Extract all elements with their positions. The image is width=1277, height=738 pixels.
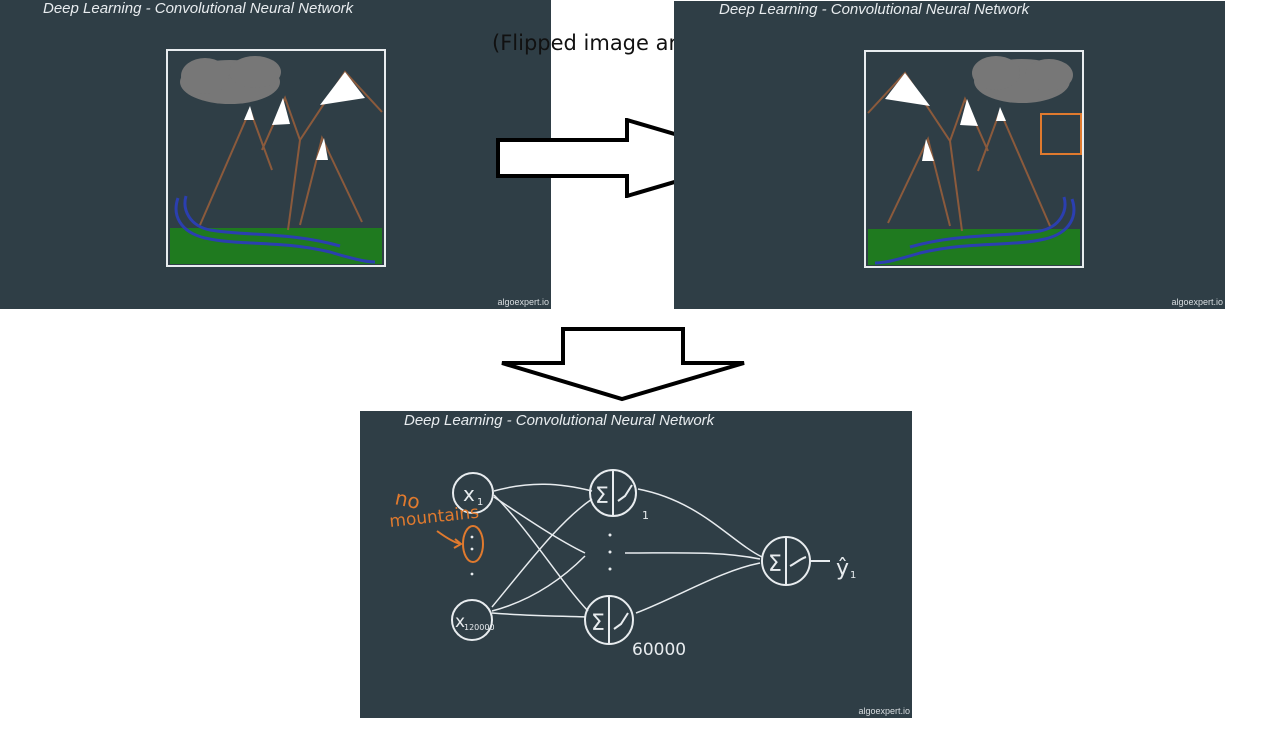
panel-title: Deep Learning - Convolutional Neural Net… [719,1,1030,18]
brand-label: algoexpert.io [858,706,910,716]
brand-label: algoexpert.io [497,297,549,307]
down-arrow-icon [501,327,745,402]
cloud [180,56,281,104]
input-last-subscript: 120000 [464,623,495,632]
flipped-landscape-drawing [864,50,1084,268]
input-first-label: x [463,482,475,506]
panel-title: Deep Learning - Convolutional Neural Net… [404,412,715,429]
output-label: ŷ [836,556,849,581]
input-ellipsis [470,535,474,576]
output-sigma: Σ [768,552,782,577]
original-image-panel: Deep Learning - Convolutional Neural Net… [0,0,551,309]
landscape-drawing [166,49,386,267]
flipped-image-panel: Deep Learning - Convolutional Neural Net… [674,1,1225,309]
brand-label: algoexpert.io [1171,297,1223,307]
input-last-label: x [455,612,465,632]
hidden-first-index: 1 [642,509,649,522]
network-diagram: no mountains x 1 x 120000 Σ Σ Σ 1 60000 … [388,469,856,660]
frame [864,50,1084,268]
panel-title: Deep Learning - Convolutional Neural Net… [43,0,354,17]
hidden-count: 60000 [632,640,686,660]
input-first-subscript: 1 [477,497,483,508]
river [174,195,376,264]
highlight-box [1040,113,1082,155]
input-node-first [452,472,494,514]
connections [491,483,763,618]
snow-caps [244,72,365,160]
mountain-input-highlight [436,525,484,563]
frame [166,49,386,267]
hidden-ellipsis [608,533,612,571]
hidden-first-sigma: Σ [595,484,609,509]
network-panel: Deep Learning - Convolutional Neural Net… [360,411,912,718]
cloud [972,56,1073,103]
output-subscript: 1 [850,570,856,581]
river [874,196,1076,265]
nodes [451,469,830,645]
input-node-last [451,599,493,641]
annotation-no: no [393,485,422,514]
snow-caps [885,73,1006,161]
hidden-last-sigma: Σ [591,611,605,636]
